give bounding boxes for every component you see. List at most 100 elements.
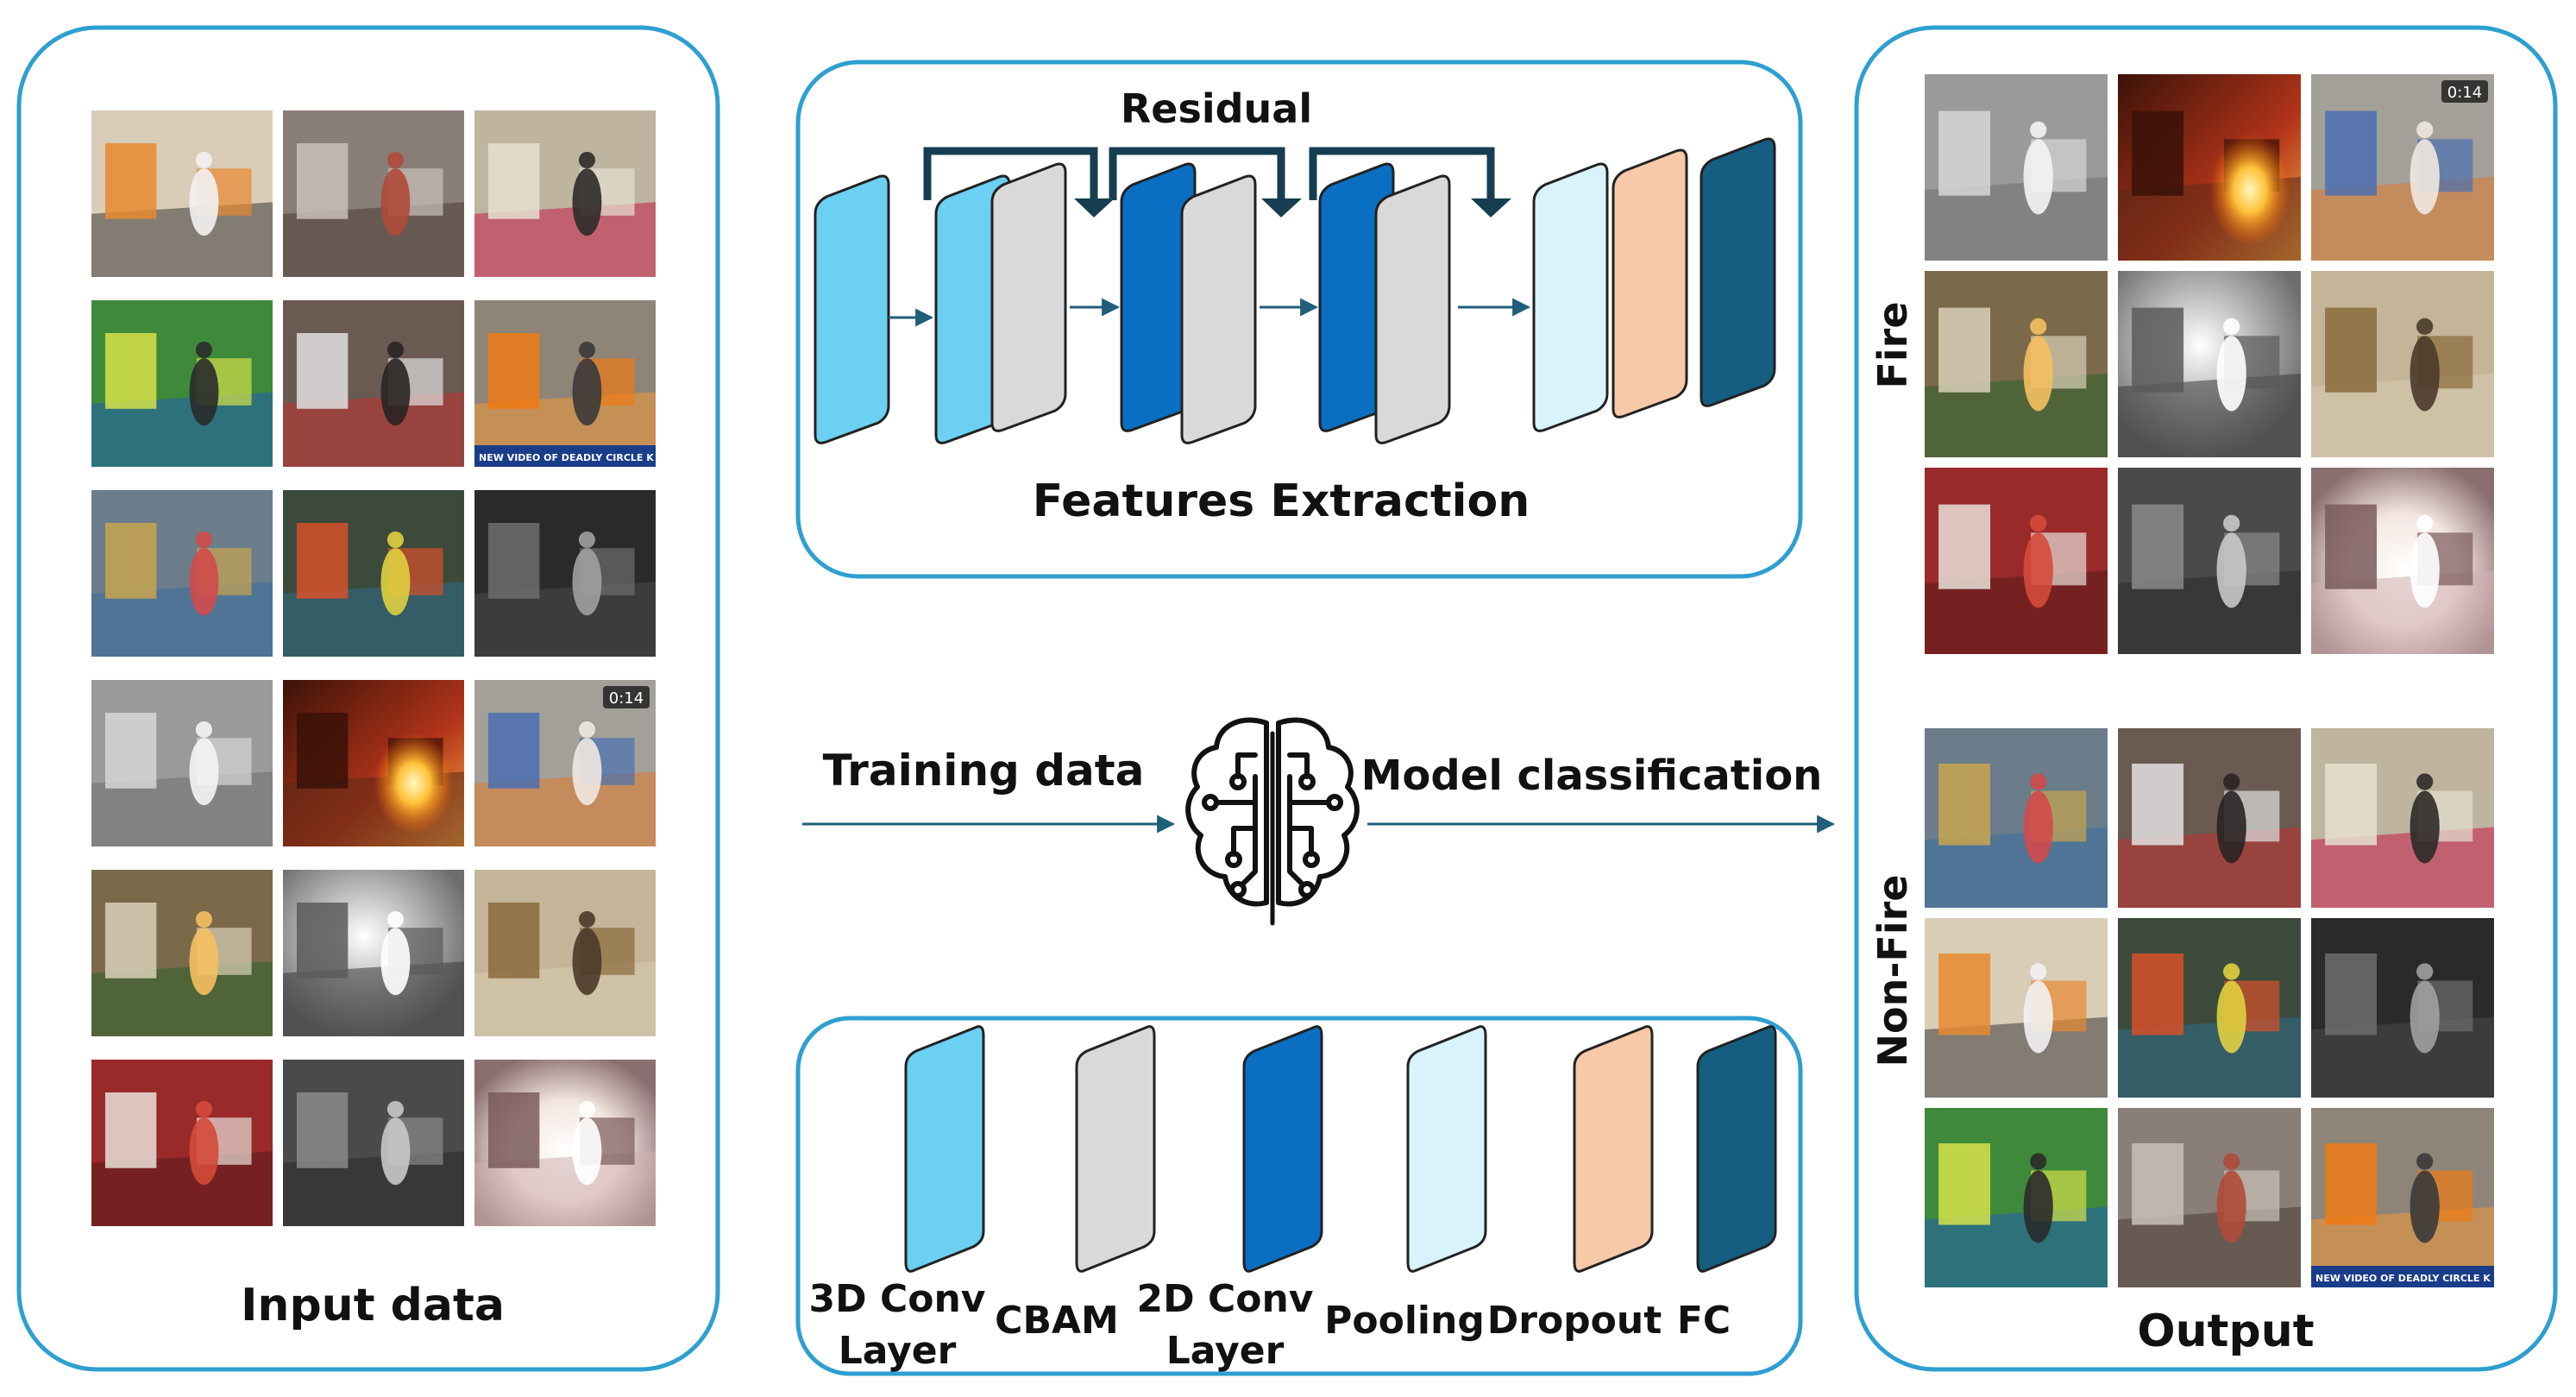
non-fire-frame [2309, 916, 2496, 1099]
residual-arrow-1 [923, 147, 1098, 200]
residual-arrowheads [1074, 198, 1511, 217]
residual-arrowhead-2 [1261, 198, 1302, 217]
fire-frame [1923, 72, 2109, 262]
input-frame [90, 868, 274, 1038]
fire-frame [2116, 269, 2303, 459]
output-panel-border [1854, 25, 2558, 1372]
input-frame [90, 488, 274, 658]
input-frame [281, 488, 466, 658]
residual-connections [923, 147, 1495, 200]
input-frame [473, 1058, 657, 1228]
input-frame [473, 488, 657, 658]
features-panel-border [795, 60, 1803, 579]
features-panel: Residual [795, 60, 1803, 579]
input-frame [90, 299, 274, 469]
block-cbam-2 [1180, 174, 1257, 444]
video-timestamp-badge: 0:14 [2447, 84, 2482, 102]
input-frame [281, 1058, 466, 1228]
legend-swatch [1242, 1025, 1323, 1273]
fire-frame: 0:14 [2309, 72, 2496, 262]
feature-blocks [814, 137, 1776, 444]
non-fire-frame-grid: NEW VIDEO OF DEADLY CIRCLE K SHOOTING [1923, 727, 2550, 1289]
input-frame: 0:14 [473, 678, 657, 848]
news-caption: NEW VIDEO OF DEADLY CIRCLE K SHOOTING [2315, 1273, 2550, 1284]
fire-frame [2309, 466, 2496, 656]
news-caption: NEW VIDEO OF DEADLY CIRCLE K SHOOTING [479, 452, 713, 463]
fire-frame [1923, 269, 2109, 459]
input-panel: NEW VIDEO OF DEADLY CIRCLE K SHOOTING 0:1… [16, 25, 720, 1372]
legend-swatch [904, 1025, 985, 1273]
legend-label: 3D Conv [809, 1277, 986, 1321]
model-classification-label: Model classification [1361, 752, 1823, 800]
output-panel-label: Output [2137, 1306, 2314, 1357]
fire-frame-grid: 0:14 [1923, 72, 2496, 656]
non-fire-frame [2116, 727, 2303, 909]
training-data-label: Training data [823, 746, 1145, 796]
legend-item-pooling: Pooling [1324, 1025, 1487, 1343]
input-panel-border [16, 25, 720, 1372]
output-panel: Fire Non-Fire 0:14 NEW VIDEO OF DEADLY C… [1854, 25, 2558, 1372]
residual-arrow-2 [1109, 147, 1285, 200]
block-cbam-3 [1374, 174, 1451, 444]
legend-label: FC [1677, 1299, 1731, 1343]
legend-label: Layer [1166, 1329, 1285, 1373]
input-frame [281, 299, 466, 469]
legend-label: 2D Conv [1137, 1277, 1314, 1321]
fire-frame [2309, 269, 2496, 459]
feature-forward-arrows [889, 298, 1531, 327]
non-fire-frame [2116, 916, 2303, 1099]
input-frame [281, 678, 466, 848]
residual-label: Residual [1121, 85, 1312, 132]
block-dropout [1612, 148, 1688, 418]
fire-class-label: Fire [1869, 301, 1916, 388]
non-fire-frame: NEW VIDEO OF DEADLY CIRCLE K SHOOTING [2309, 1106, 2550, 1289]
legend-swatch [1075, 1025, 1156, 1273]
fire-frame [2116, 72, 2303, 262]
legend-swatch [1406, 1025, 1487, 1273]
legend-label: Layer [839, 1329, 957, 1373]
non-fire-frame [1923, 727, 2109, 909]
block-cbam-1 [990, 162, 1067, 432]
fire-frame [2116, 466, 2303, 656]
input-frame [473, 868, 657, 1038]
input-panel-label: Input data [241, 1280, 505, 1331]
block-pooling [1532, 162, 1609, 432]
input-frame [473, 109, 657, 279]
middle-flow: Training data Model classification [802, 717, 1836, 926]
input-frame [281, 109, 466, 279]
non-fire-frame [1923, 1106, 2109, 1289]
input-frame [281, 868, 466, 1038]
residual-arrowhead-1 [1074, 198, 1115, 217]
input-frame [90, 109, 274, 279]
fire-frame [1923, 466, 2109, 656]
legend-swatch [1696, 1025, 1777, 1273]
residual-arrow-3 [1309, 147, 1495, 200]
video-timestamp-badge: 0:14 [609, 689, 644, 708]
input-frame: NEW VIDEO OF DEADLY CIRCLE K SHOOTING [473, 299, 713, 469]
input-frame [90, 678, 274, 848]
block-fc [1700, 137, 1776, 407]
non-fire-class-label: Non-Fire [1869, 874, 1916, 1067]
input-frame [90, 1058, 274, 1228]
residual-arrowhead-3 [1471, 198, 1511, 217]
legend-item-dropout: Dropout [1487, 1025, 1662, 1343]
legend-swatch [1573, 1025, 1654, 1273]
block-3d-conv-input [814, 174, 890, 444]
non-fire-frame [1923, 916, 2109, 1099]
legend-label: Pooling [1324, 1299, 1485, 1343]
non-fire-frame [2116, 1106, 2303, 1289]
input-frame-grid: NEW VIDEO OF DEADLY CIRCLE K SHOOTING 0:1… [90, 109, 713, 1228]
legend-label: CBAM [995, 1299, 1119, 1343]
brain-circuit-icon [1185, 717, 1360, 926]
legend-item-cbam: CBAM [995, 1025, 1156, 1343]
non-fire-frame [2309, 727, 2496, 909]
legend-item-fc: FC [1677, 1025, 1777, 1343]
features-panel-label: Features Extraction [1033, 475, 1530, 527]
legend-panel-border [795, 1016, 1803, 1376]
legend-label: Dropout [1487, 1299, 1662, 1343]
